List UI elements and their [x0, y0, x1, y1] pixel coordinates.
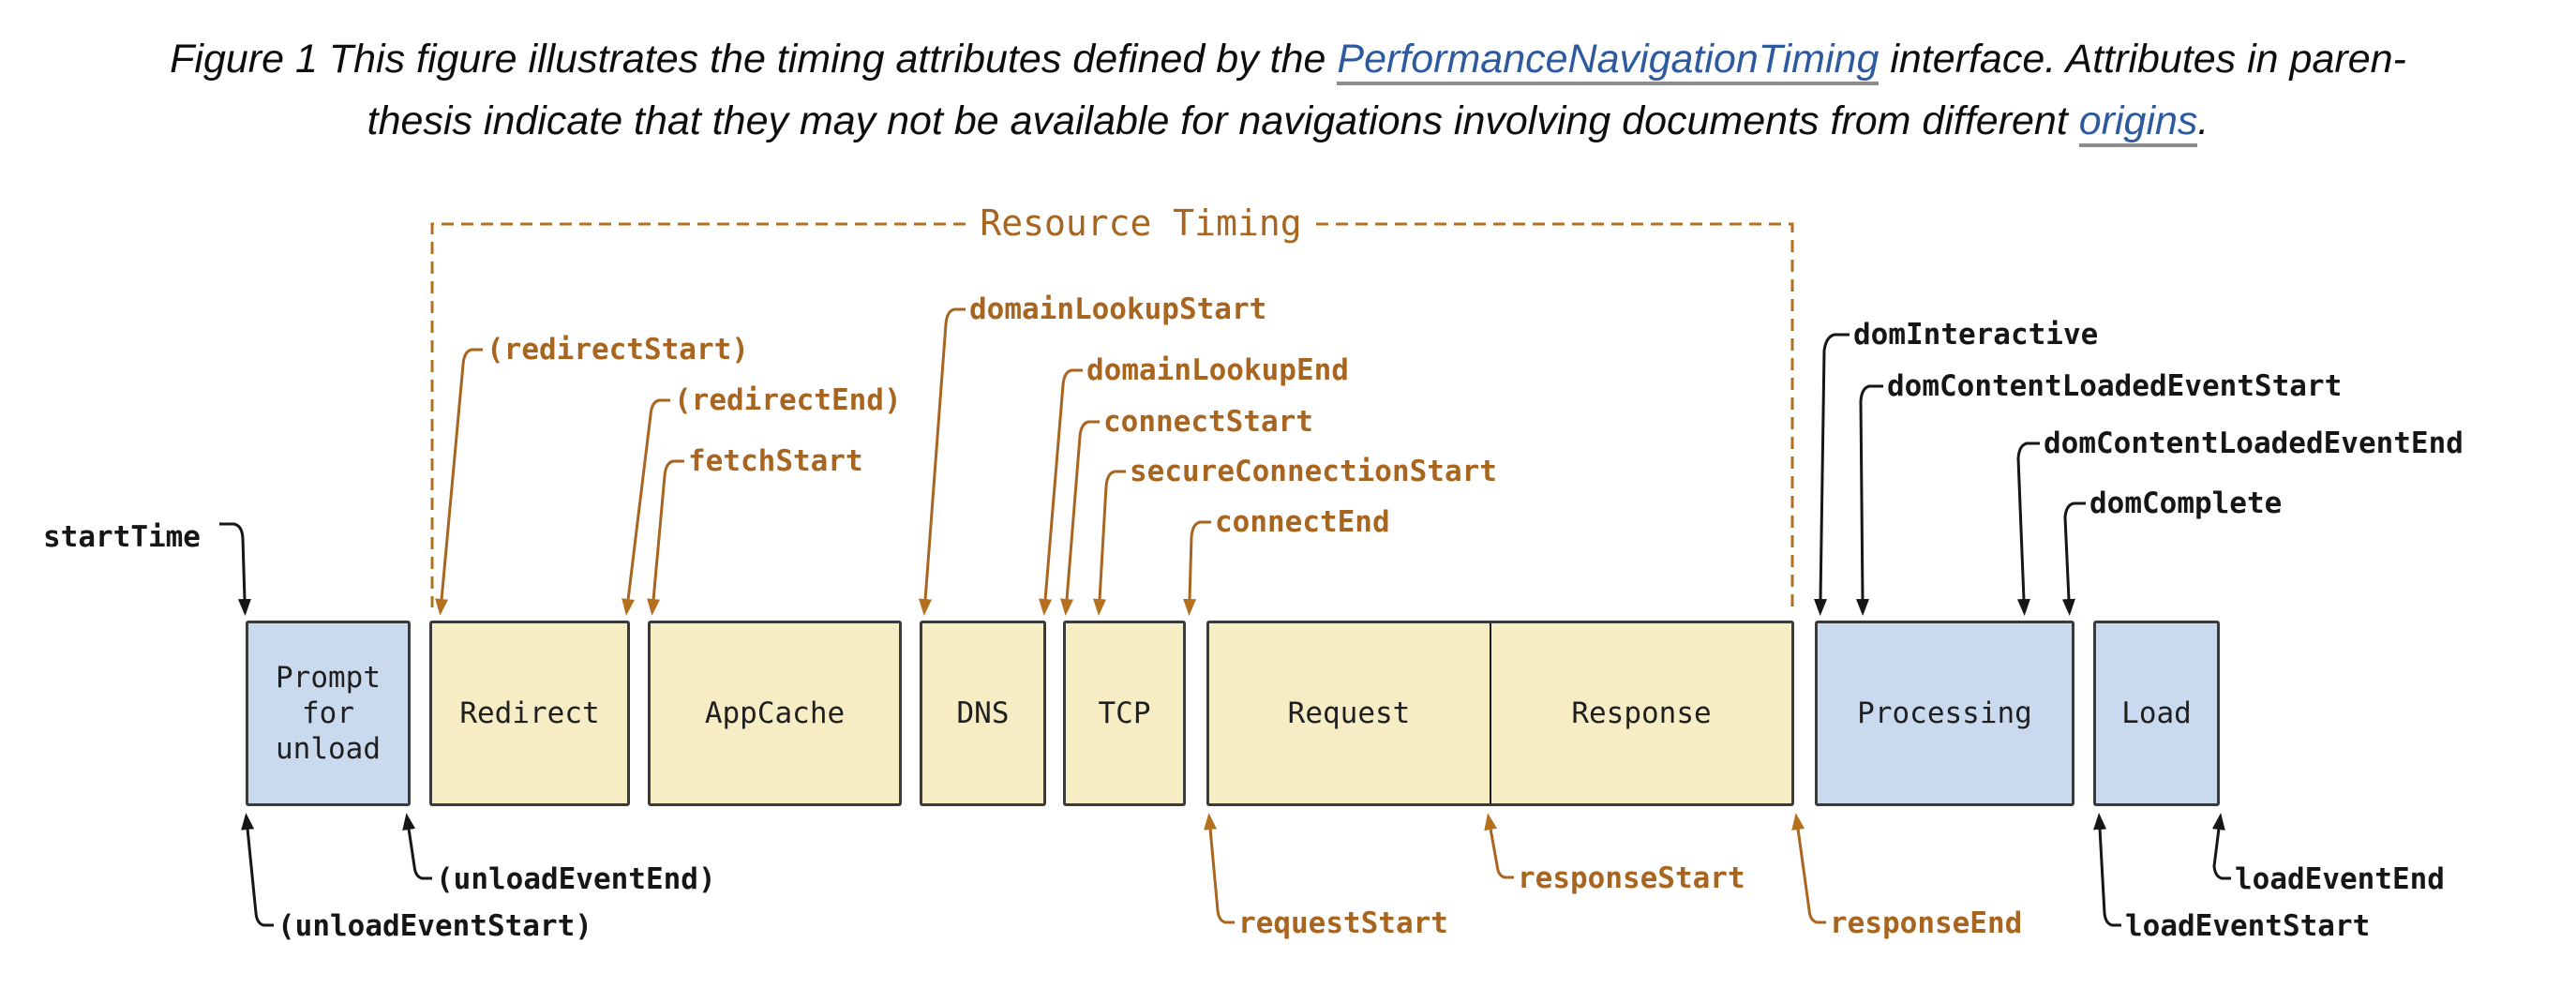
box-request-response: Request Response: [1206, 621, 1794, 806]
connectstart-arrow: [1060, 420, 1100, 616]
box-request: Request: [1287, 696, 1411, 730]
resource-timing-bracket-right: [1316, 222, 1794, 607]
loadeventstart-arrow: [2093, 813, 2121, 927]
redirectstart-arrow: [435, 348, 483, 616]
label-responseend: responseEnd: [1830, 906, 2023, 940]
label-domcomplete: domComplete: [2089, 487, 2283, 520]
responsestart-arrow: [1484, 813, 1514, 879]
label-starttime: startTime: [43, 520, 201, 554]
box-tcp: TCP: [1063, 621, 1186, 806]
fetchstart-arrow: [647, 459, 684, 616]
box-dns: DNS: [920, 621, 1046, 806]
label-loadeventend: loadEventEnd: [2235, 862, 2445, 896]
label-unloadeventstart: (unloadEventStart): [277, 909, 592, 943]
caption-text: thesis indicate that they may not be ava…: [367, 98, 2079, 143]
label-dominteractive: domInteractive: [1853, 318, 2099, 352]
figure-caption-line2: thesis indicate that they may not be ava…: [0, 90, 2576, 152]
responseend-arrow: [1791, 813, 1826, 924]
label-responsestart: responseStart: [1518, 861, 1745, 895]
box-response: Response: [1489, 623, 1792, 803]
domcomplete-arrow: [2061, 501, 2086, 616]
label-domainlookupend: domainLookupEnd: [1086, 353, 1349, 387]
label-fetchstart: fetchStart: [688, 444, 863, 478]
performance-navigation-timing-link[interactable]: PerformanceNavigationTiming: [1337, 37, 1880, 85]
label-secureconnectionstart: secureConnectionStart: [1130, 455, 1497, 488]
figure-caption-line1: Figure 1 This figure illustrates the tim…: [0, 28, 2576, 90]
label-unloadeventend: (unloadEventEnd): [436, 862, 716, 896]
loadeventend-arrow: [2211, 813, 2231, 880]
dominteractive-arrow: [1814, 333, 1850, 616]
caption-text: .: [2197, 98, 2209, 143]
redirectend-arrow: [622, 398, 670, 616]
origins-link[interactable]: origins: [2078, 98, 2198, 147]
unloadeventstart-arrow: [241, 813, 274, 927]
secureconnectionstart-arrow: [1093, 470, 1126, 616]
figure-caption: Figure 1 This figure illustrates the tim…: [0, 28, 2576, 152]
label-redirectend: (redirectEnd): [674, 383, 902, 417]
label-connectstart: connectStart: [1103, 405, 1313, 439]
box-prompt-for-unload: Prompt for unload: [246, 621, 411, 806]
label-domainlookupstart: domainLookupStart: [969, 292, 1267, 326]
starttime-arrow: [219, 522, 251, 616]
caption-text: Figure 1 This figure illustrates the tim…: [170, 37, 1338, 82]
box-appcache: AppCache: [648, 621, 902, 806]
box-load: Load: [2093, 621, 2220, 806]
requeststart-arrow: [1204, 813, 1235, 924]
label-connectend: connectEnd: [1215, 505, 1390, 539]
unloadeventend-arrow: [402, 813, 432, 880]
label-requeststart: requestStart: [1238, 906, 1448, 940]
resource-timing-label: Resource Timing: [980, 202, 1302, 244]
connectend-arrow: [1183, 520, 1211, 616]
caption-text: interface. Attributes in paren-: [1879, 37, 2406, 82]
domainlookupstart-arrow: [919, 307, 966, 616]
label-loadeventstart: loadEventStart: [2125, 909, 2371, 943]
box-processing: Processing: [1815, 621, 2074, 806]
domcontentloadedeventend-arrow: [2016, 442, 2040, 616]
box-redirect: Redirect: [429, 621, 630, 806]
label-domcontentloadedeventend: domContentLoadedEventEnd: [2044, 427, 2464, 460]
domcontentloadedeventstart-arrow: [1855, 384, 1883, 616]
label-redirectstart: (redirectStart): [487, 333, 749, 367]
domainlookupend-arrow: [1039, 368, 1083, 616]
label-domcontentloadedeventstart: domContentLoadedEventStart: [1887, 369, 2343, 403]
